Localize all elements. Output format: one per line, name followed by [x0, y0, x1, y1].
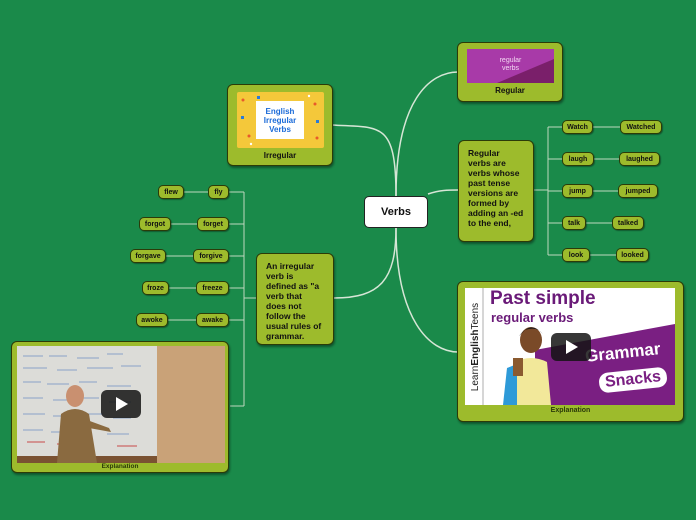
root-node-verbs[interactable]: Verbs [364, 196, 428, 228]
regular-past-verb[interactable]: Watched [620, 120, 662, 134]
brand-teens: Teens [470, 302, 481, 330]
irregular-base-verb[interactable]: freeze [196, 281, 229, 295]
play-button-icon[interactable] [101, 390, 141, 418]
irregular-image-line-2: Irregular [263, 115, 297, 125]
irregular-label: Irregular [263, 151, 297, 160]
link-root-regular-definition [427, 189, 459, 195]
irregular-image: English Irregular Verbs [237, 92, 324, 148]
regular-node[interactable]: regular verbs Regular [457, 42, 563, 102]
regular-past-verb[interactable]: laughed [619, 152, 660, 166]
irregular-base-verb[interactable]: forget [197, 217, 229, 231]
regular-video-thumbnail[interactable]: LearnEnglishTeens Past simple regular ve… [465, 288, 675, 405]
regular-base-verb[interactable]: laugh [562, 152, 594, 166]
regular-image-line-2: verbs [501, 65, 520, 72]
link-root-regular [395, 71, 459, 197]
video-title: Past simple [490, 288, 596, 309]
regular-past-verb[interactable]: jumped [618, 184, 658, 198]
irregular-image-line-1: English [265, 106, 295, 116]
brand-learn: Learn [470, 365, 481, 392]
video-subtitle: regular verbs [491, 310, 574, 325]
regular-image-shape [497, 59, 554, 83]
irregular-definition[interactable]: An irregular verb is defined as "a verb … [256, 253, 334, 345]
irregular-base-verb[interactable]: forgive [193, 249, 229, 263]
confetti-decoration [241, 94, 319, 146]
regular-base-verb[interactable]: Watch [562, 120, 593, 134]
regular-definition[interactable]: Regular verbs are verbs whose past tense… [458, 140, 534, 242]
regular-image: regular verbs [467, 49, 554, 83]
regular-base-verb[interactable]: talk [562, 216, 586, 230]
play-button-icon[interactable] [551, 333, 591, 361]
irregular-past-verb[interactable]: forgave [130, 249, 166, 263]
regular-past-verb[interactable]: looked [616, 248, 649, 262]
regular-base-verb[interactable]: look [562, 248, 590, 262]
link-root-irregular [331, 124, 397, 197]
regular-label: Regular [495, 86, 525, 95]
irregular-base-verb[interactable]: awake [196, 313, 229, 327]
irregular-image-board: English Irregular Verbs [256, 101, 304, 139]
brand-english: English [470, 329, 481, 366]
irregular-image-line-3: Verbs [269, 124, 291, 134]
irregular-video-thumbnail[interactable] [17, 346, 225, 463]
brand-vertical: LearnEnglishTeens [467, 292, 481, 402]
irregular-video-caption: Explanation [101, 463, 139, 470]
irregular-past-verb[interactable]: flew [158, 185, 184, 199]
irregular-base-verb[interactable]: fly [208, 185, 229, 199]
regular-base-verb[interactable]: jump [562, 184, 593, 198]
regular-video-caption: Explanation [550, 407, 591, 414]
irregular-past-verb[interactable]: forgot [139, 217, 171, 231]
regular-video-node[interactable]: LearnEnglishTeens Past simple regular ve… [457, 281, 684, 422]
link-root-irregular-definition [333, 227, 397, 299]
irregular-past-verb[interactable]: awoke [136, 313, 168, 327]
regular-past-verb[interactable]: talked [612, 216, 644, 230]
irregular-past-verb[interactable]: froze [142, 281, 169, 295]
regular-image-line-1: regular [499, 57, 522, 64]
irregular-video-node[interactable]: Explanation [11, 341, 229, 473]
root-label: Verbs [381, 206, 411, 218]
irregular-node[interactable]: English Irregular Verbs Irregular [227, 84, 333, 166]
link-root-regular-video [395, 227, 459, 353]
